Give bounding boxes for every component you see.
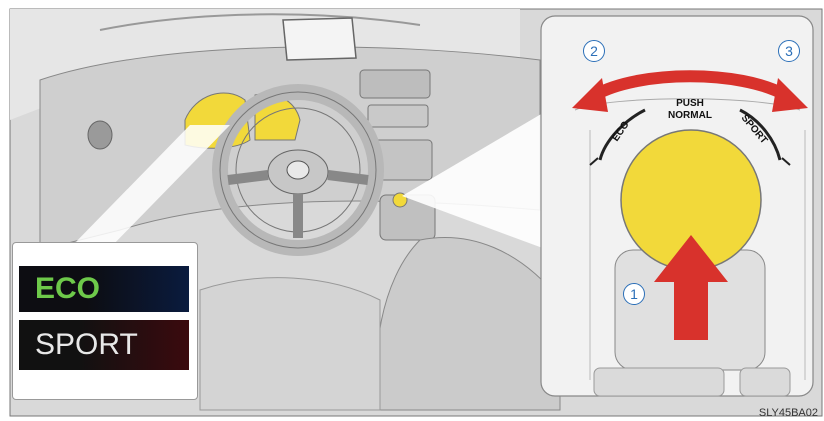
image-code: SLY45BA02 xyxy=(759,407,818,419)
steering-logo xyxy=(287,161,309,179)
sport-mode-text: SPORT xyxy=(35,330,138,360)
callout-3: 3 xyxy=(778,40,800,62)
callout-1: 1 xyxy=(623,283,645,305)
callout-2: 2 xyxy=(583,40,605,62)
center-display xyxy=(283,18,356,60)
sport-mode-indicator: SPORT xyxy=(19,320,189,370)
eco-mode-text: ECO xyxy=(35,274,100,304)
dial-label-normal: NORMAL xyxy=(650,110,730,121)
dial-label-push: PUSH xyxy=(660,98,720,109)
eco-mode-indicator: ECO xyxy=(19,266,189,312)
